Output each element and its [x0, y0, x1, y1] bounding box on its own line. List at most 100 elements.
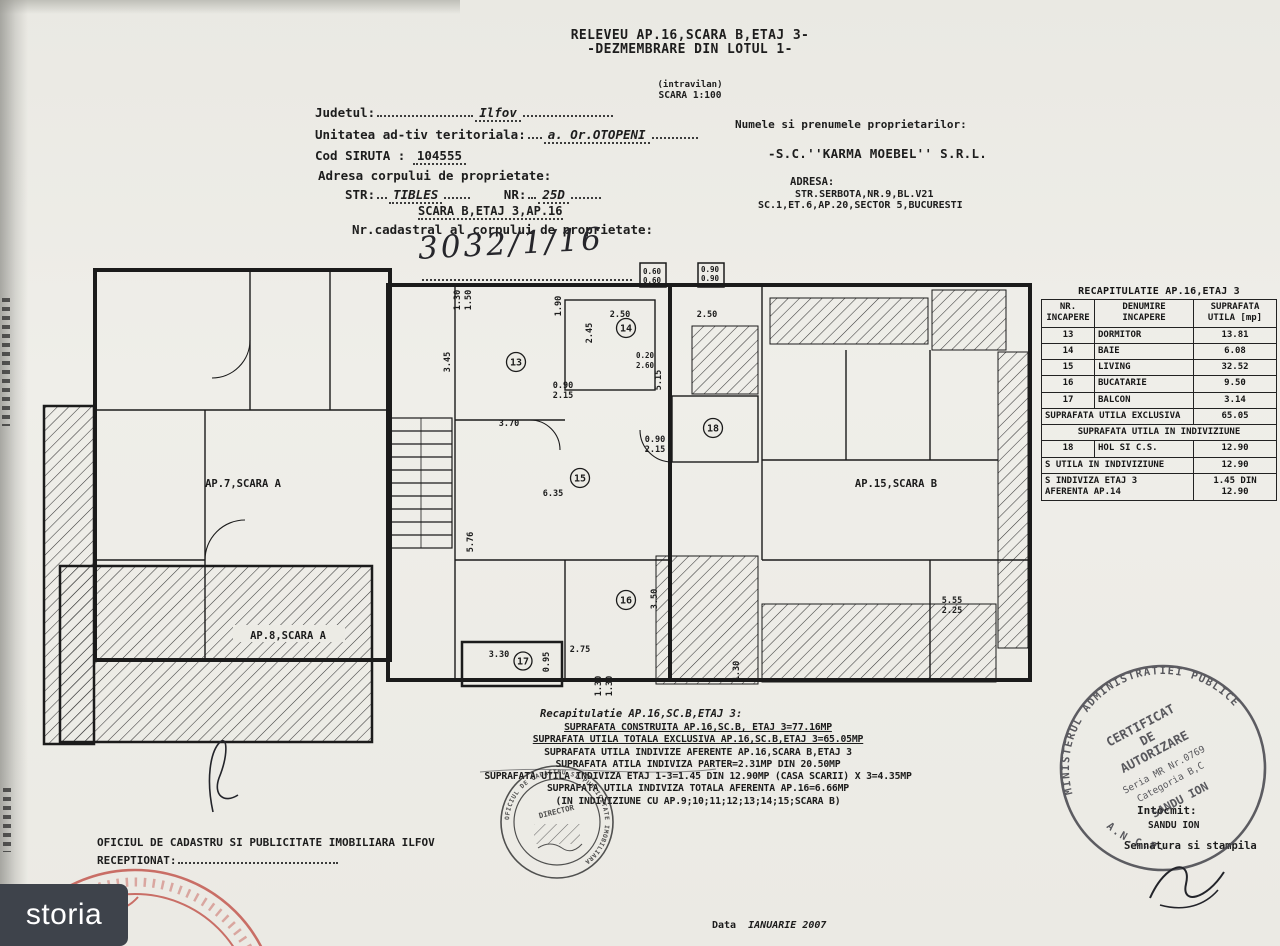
cell-sutila-label: S UTILA IN INDIVIZIUNE [1041, 456, 1194, 474]
nr-value: 25D [538, 187, 569, 204]
siruta-line: Cod SIRUTA : 104555 [315, 148, 466, 165]
cell-name: DORMITOR [1094, 326, 1194, 344]
cell-nr: 15 [1041, 358, 1095, 377]
date-value: IANUARIE 2007 [748, 920, 827, 931]
siruta-label: Cod SIRUTA : [315, 148, 406, 163]
recap-text-block: Recapitulatie AP.16,SC.B,ETAJ 3: SUPRAFA… [448, 708, 948, 808]
dotted-leader [522, 104, 613, 117]
dotted-leader [444, 186, 471, 199]
table-row: 13 DORMITOR 13.81 [1041, 326, 1277, 344]
judet-value: Ilfov [475, 105, 521, 122]
cell-val: 6.08 [1193, 342, 1277, 361]
dotted-leader [570, 186, 601, 199]
recap-line-5: SUPRAFATA UTILA INDIVIZA ETAJ 1-3=1.45 D… [484, 771, 912, 783]
recap-table-title: RECAPITULATIE AP.16,ETAJ 3 [1078, 286, 1240, 297]
cell-nr: 13 [1041, 326, 1095, 344]
cell-exclusiva-val: 65.05 [1193, 407, 1277, 426]
table-row: 17 BALCON 3.14 [1041, 391, 1277, 409]
recap-line-1: SUPRAFATA CONSTRUITA AP.16,SC.B, ETAJ 3=… [564, 722, 832, 733]
cell-name: BAIE [1094, 342, 1194, 361]
table-row-sutila: S UTILA IN INDIVIZIUNE 12.90 [1041, 456, 1277, 474]
table-row-exclusiva: SUPRAFATA UTILA EXCLUSIVA 65.05 [1041, 407, 1277, 426]
dotted-leader [377, 104, 474, 117]
cell-nr: 16 [1041, 375, 1095, 393]
nr-label: NR: [503, 187, 527, 202]
table-row-indiviziune-header: SUPRAFATA UTILA IN INDIVIZIUNE [1041, 423, 1277, 442]
receptionat-label: RECEPTIONAT: [97, 854, 177, 867]
table-row: 14 BAIE 6.08 [1041, 342, 1277, 361]
dotted-leader [178, 851, 339, 864]
owner-adresa-line2: SC.1,ET.6,AP.20,SECTOR 5,BUCURESTI [758, 200, 963, 211]
cell-name: BUCATARIE [1094, 375, 1194, 393]
cell-name: HOL SI C.S. [1094, 440, 1194, 458]
cell-val: 12.90 [1193, 440, 1277, 458]
recap-title: Recapitulatie AP.16,SC.B,ETAJ 3: [540, 708, 743, 720]
unitate-line: Unitatea ad-tiv teritoriala: a. Or.OTOPEN… [315, 126, 700, 144]
date-line: Data IANUARIE 2007 [712, 920, 826, 931]
dotted-leader [377, 186, 388, 199]
doc-note-intravilan: (intravilan) [657, 80, 723, 90]
intocmit-label: Intocmit: [1137, 804, 1197, 817]
col-header-nr: NR.INCAPERE [1041, 299, 1095, 328]
owner-adresa-line1: STR.SERBOTA,NR.9,BL.V21 [795, 189, 934, 200]
recap-line-7: (IN INDIVIZIUNE CU AP.9;10;11;12;13;14;1… [555, 795, 841, 807]
recap-line-6: SUPRAFATA UTILA INDIVIZA TOTALA AFERENTA… [546, 783, 849, 795]
dotted-leader [528, 186, 537, 199]
cell-val: 32.52 [1193, 358, 1277, 377]
siruta-value: 104555 [412, 148, 466, 165]
table-row: 15 LIVING 32.52 [1041, 358, 1277, 377]
recap-table-block: RECAPITULATIE AP.16,ETAJ 3 NR.INCAPERE D… [1041, 286, 1277, 502]
str-label: STR: [345, 187, 376, 202]
oficiu-line: OFICIUL DE CADASTRU SI PUBLICITATE IMOBI… [97, 836, 435, 849]
cell-nr: 17 [1041, 391, 1095, 409]
doc-title-line2: -DEZMEMBRARE DIN LOTUL 1- [587, 42, 793, 57]
cell-nr: 18 [1041, 440, 1095, 458]
dotted-leader [527, 126, 542, 139]
cell-nr: 14 [1041, 342, 1095, 361]
receptionat-line: RECEPTIONAT: [97, 851, 340, 867]
unitate-label: Unitatea ad-tiv teritoriala: [315, 127, 526, 142]
adresa-label: Adresa corpului de proprietate: [318, 168, 552, 183]
cell-val: 13.81 [1193, 326, 1277, 344]
cut-off-margin-text [2, 298, 10, 426]
dotted-leader [422, 268, 632, 281]
semnatura-label: Semnatura si stampila [1124, 840, 1257, 852]
cell-val: 9.50 [1193, 375, 1277, 393]
table-row-hol: 18 HOL SI C.S. 12.90 [1041, 440, 1277, 458]
recap-line-3: SUPRAFATA UTILA INDIVIZE AFERENTE AP.16,… [544, 746, 852, 758]
scara-etaj-ap: SCARA B,ETAJ 3,AP.16 [418, 204, 563, 220]
scan-edge-top [0, 0, 460, 14]
str-value: TIBLES [389, 187, 443, 204]
storia-watermark: storia [0, 884, 128, 946]
cadastral-label: Nr.cadastral al corpului de proprietate: [352, 222, 654, 237]
strada-line: STR: TIBLES NR: 25D [345, 186, 603, 204]
cell-name: BALCON [1094, 391, 1194, 409]
owner-adresa-label: ADRESA: [790, 176, 835, 188]
judet-line: Judetul: Ilfov [315, 104, 615, 122]
date-label: Data [712, 920, 737, 931]
cell-val: 3.14 [1193, 391, 1277, 409]
cell-sutila-val: 12.90 [1193, 456, 1277, 474]
cut-off-margin-text-2 [3, 788, 11, 852]
unitate-value: a. Or.OTOPENI [543, 127, 650, 144]
doc-title-line1: RELEVEU AP.16,SCARA B,ETAJ 3- [570, 28, 810, 43]
owner-label: Numele si prenumele proprietarilor: [735, 118, 967, 131]
recap-line-2: SUPRAFATA UTILA TOTALA EXCLUSIVA AP.16,S… [532, 734, 864, 746]
cadastral-dots [420, 266, 634, 285]
intocmit-value: SANDU ION [1148, 820, 1200, 831]
judet-label: Judetul: [315, 105, 376, 120]
table-row: 16 BUCATARIE 9.50 [1041, 375, 1277, 393]
owner-value: -S.C.''KARMA MOEBEL'' S.R.L. [768, 146, 988, 161]
cell-name: LIVING [1094, 358, 1194, 377]
cell-exclusiva-label: SUPRAFATA UTILA EXCLUSIVA [1041, 407, 1194, 426]
cell-indiviziune-header: SUPRAFATA UTILA IN INDIVIZIUNE [1041, 423, 1277, 442]
